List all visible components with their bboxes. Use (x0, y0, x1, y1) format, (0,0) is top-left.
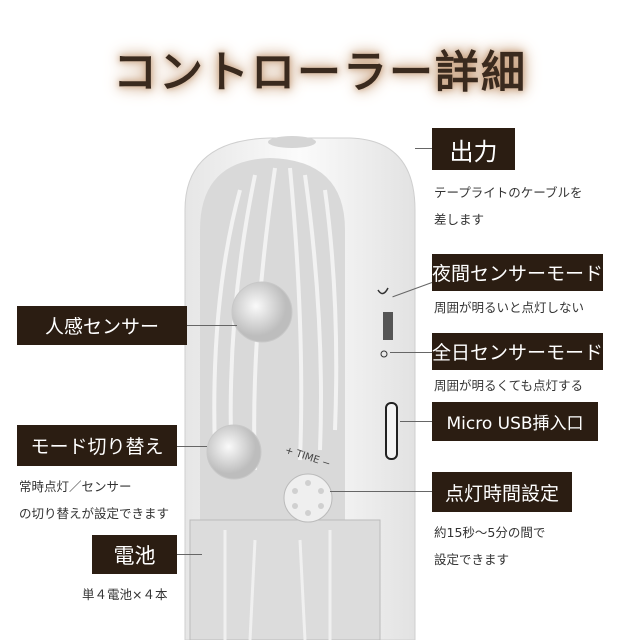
allday-mode-desc: 周囲が明るくても点灯する (434, 378, 584, 393)
timer-dial[interactable] (283, 473, 333, 523)
mode-switch-button[interactable] (206, 424, 262, 480)
night-mode-label: 夜間センサーモード (432, 254, 603, 291)
output-label: 出力 (432, 128, 515, 170)
motion-sensor-label: 人感センサー (17, 306, 187, 345)
battery-desc: 単４電池×４本 (82, 587, 168, 602)
output-port (268, 136, 316, 148)
usb-label: Micro USB挿入口 (432, 402, 598, 441)
timer-desc-2: 設定できます (434, 552, 510, 567)
output-desc-1: テープライトのケーブルを (434, 185, 583, 200)
sun-icon (380, 350, 388, 358)
mode-switch-label: モード切り替え (17, 425, 177, 466)
output-desc-2: 差します (434, 212, 485, 227)
night-mode-desc: 周囲が明るいと点灯しない (434, 300, 585, 315)
moon-icon (377, 287, 389, 295)
timer-label: 点灯時間設定 (432, 472, 572, 512)
allday-mode-label: 全日センサーモード (432, 333, 603, 370)
timer-desc-1: 約15秒～5分の間で (434, 525, 546, 540)
page-title: コントローラー詳細 (113, 47, 527, 98)
dial-plus: + (283, 444, 295, 459)
mode-switch-desc-2: の切り替えが設定できます (19, 506, 170, 521)
micro-usb-port (385, 402, 398, 460)
motion-sensor-lens (231, 281, 293, 343)
mode-slide-switch[interactable] (383, 312, 393, 340)
battery-label: 電池 (92, 535, 177, 574)
mode-switch-desc-1: 常時点灯／センサー (19, 479, 132, 494)
